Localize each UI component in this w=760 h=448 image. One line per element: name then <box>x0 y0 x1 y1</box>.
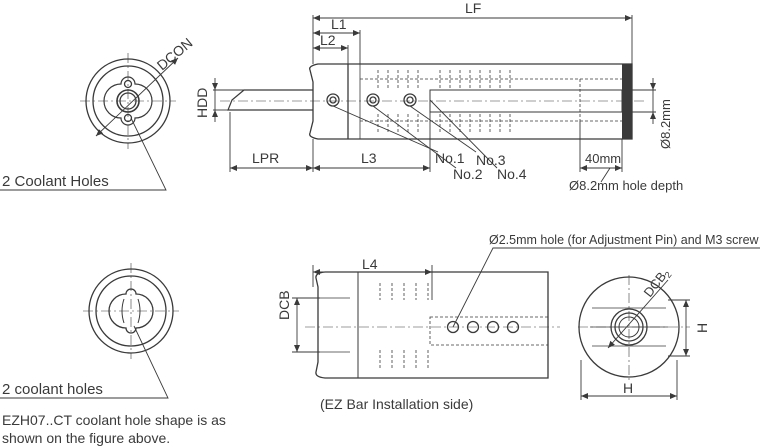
ez-bar-side-label: (EZ Bar Installation side) <box>320 396 474 412</box>
dia-82-vertical-label: Ø8.2mm <box>658 99 673 149</box>
l1-label: L1 <box>331 16 347 32</box>
l4-label: L4 <box>362 256 378 272</box>
coolant-holes-bottom-label: 2 coolant holes <box>2 381 103 398</box>
pin-hole-label: Ø2.5mm hole (for Adjustment Pin) and M3 … <box>489 233 759 247</box>
hdd-label: HDD <box>194 88 210 118</box>
bottom-end-view <box>0 263 179 399</box>
right-end-dimensions <box>580 279 690 400</box>
note-line-2: shown on the figure above. <box>2 430 171 446</box>
l2-label: L2 <box>320 32 336 48</box>
dcb-label: DCB <box>276 290 292 320</box>
right-end-view <box>578 275 690 380</box>
l3-label: L3 <box>361 150 377 166</box>
no3-label: No.3 <box>476 152 506 168</box>
bottom-side-view <box>305 271 560 379</box>
note-line-1: EZH07..CT coolant hole shape is as <box>2 412 226 428</box>
dcb2-subscript: 2 <box>663 270 674 280</box>
top-side-view <box>220 63 645 140</box>
coolant-holes-top-label: 2 Coolant Holes <box>2 173 109 190</box>
no1-label: No.1 <box>435 150 465 166</box>
no2-label: No.2 <box>453 166 483 182</box>
bottom-dimensions <box>292 247 760 353</box>
h-vertical-label: H <box>694 323 710 333</box>
lpr-label: LPR <box>252 150 280 166</box>
no4-label: No.4 <box>497 166 527 182</box>
top-dimensions <box>212 15 656 183</box>
coolant-note: EZH07..CT coolant hole shape is as shown… <box>2 411 226 447</box>
top-end-view <box>0 53 179 191</box>
hole-depth-label: Ø8.2mm hole depth <box>569 178 684 193</box>
lf-label: LF <box>465 0 482 16</box>
dim-40mm-label: 40mm <box>585 151 622 166</box>
dcon-label: DCON <box>154 35 196 74</box>
h-horizontal-label: H <box>623 380 634 396</box>
